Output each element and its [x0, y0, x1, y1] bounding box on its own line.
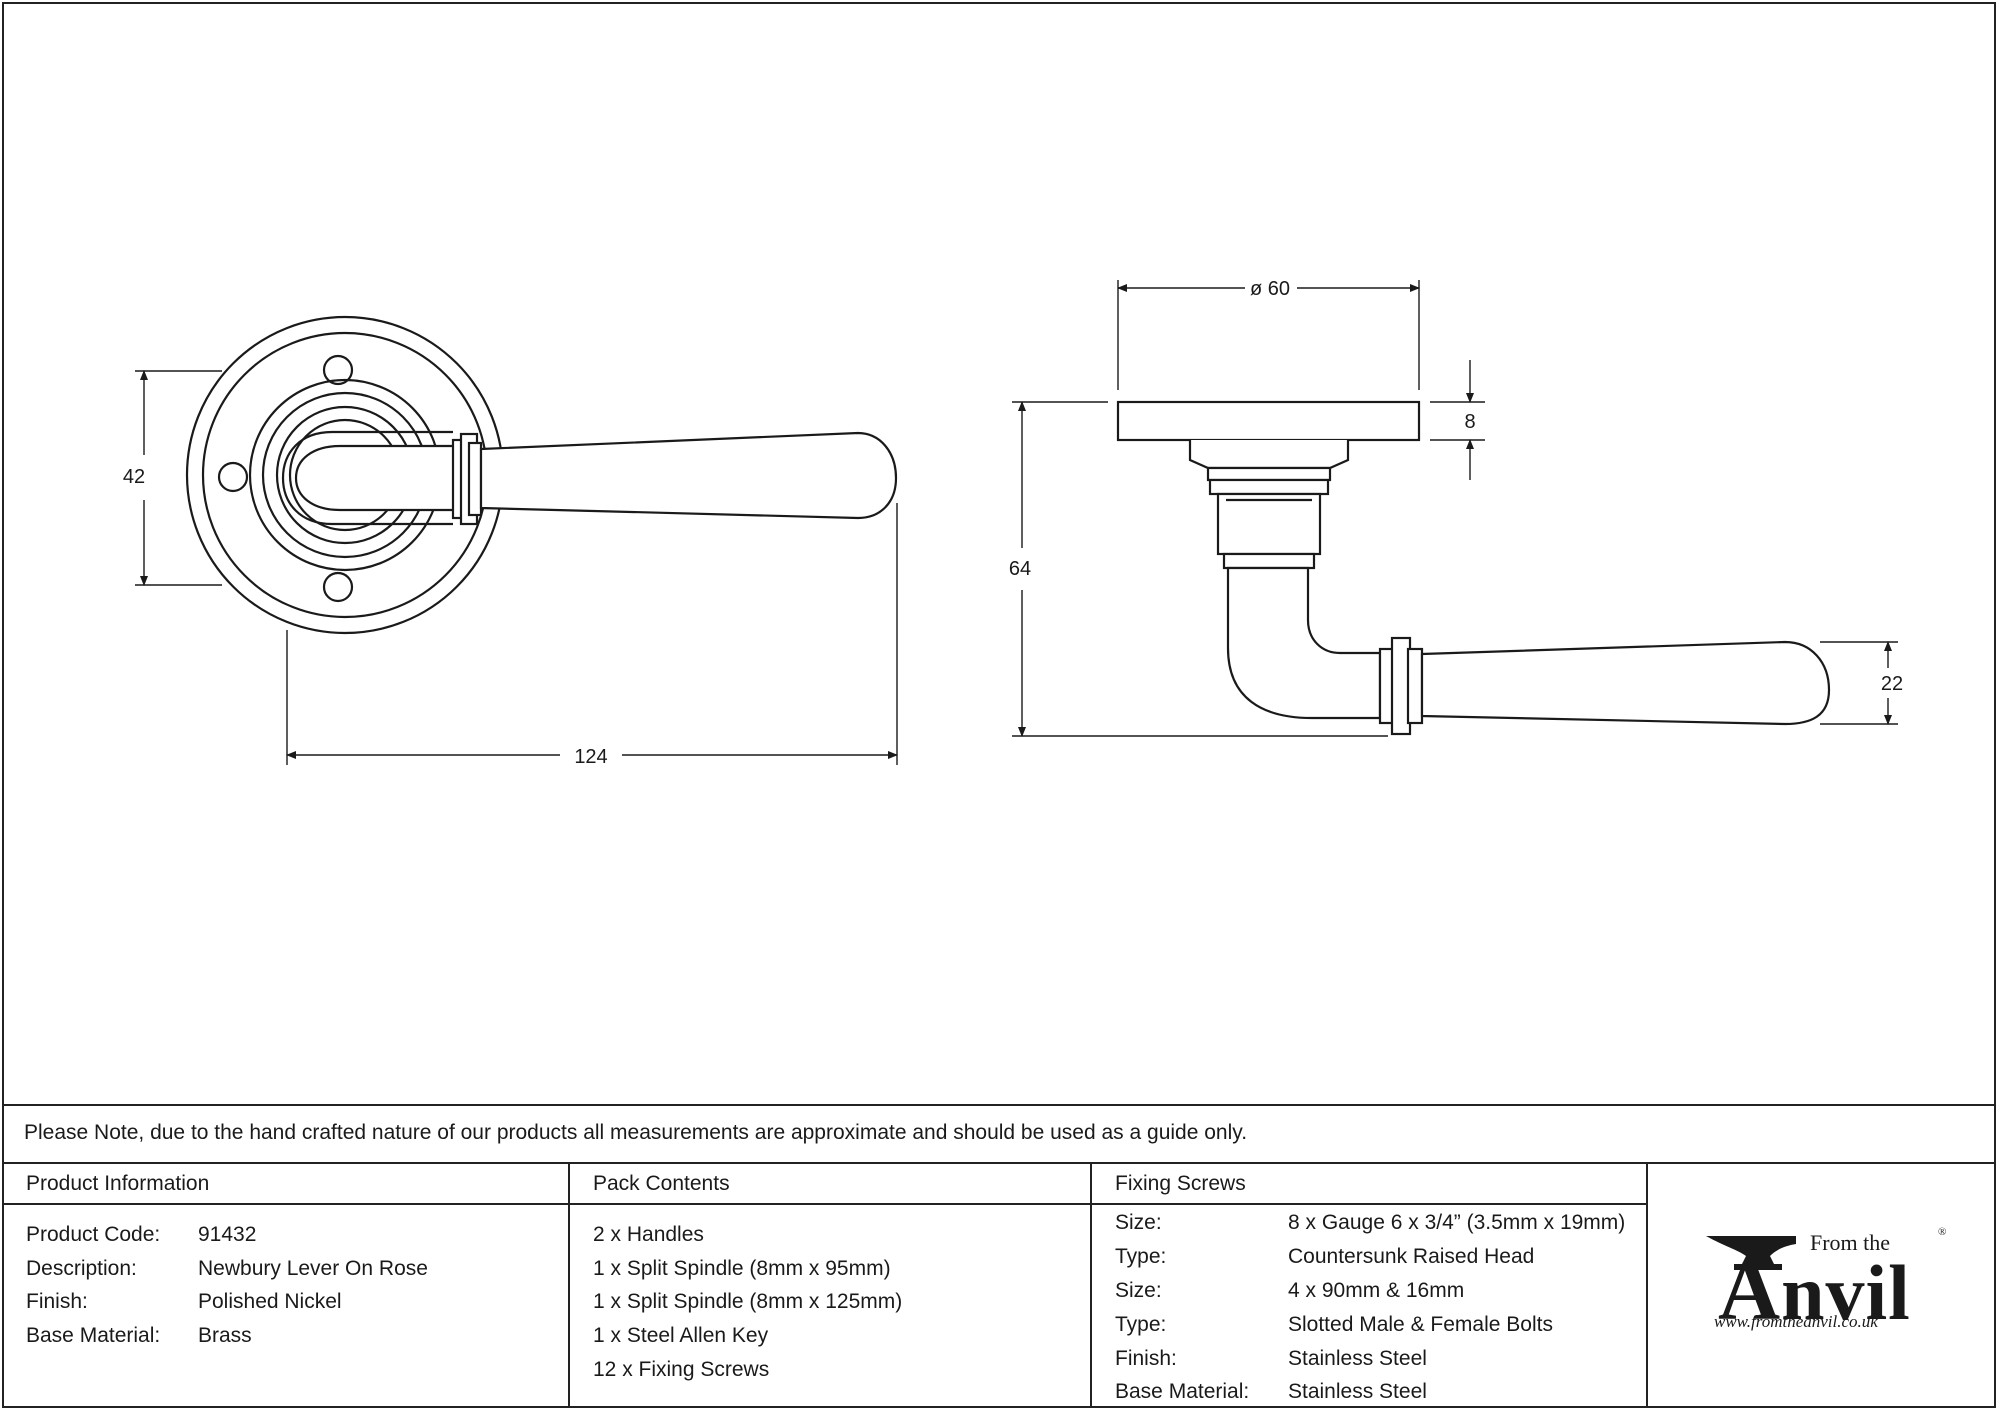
side-view-dimensions: [1012, 280, 1898, 737]
description-label: Description:: [26, 1257, 137, 1280]
from-the-anvil-logo: From the ® Anvil www.fromtheanvil.co.uk: [1700, 1226, 1970, 1348]
screw-size-value: 8 x Gauge 6 x 3/4” (3.5mm x 19mm): [1288, 1211, 1626, 1234]
logo-brand-text: nvil: [1781, 1249, 1911, 1336]
dim-label-thickness-8: 8: [1464, 411, 1475, 433]
front-view-dimensions: [135, 370, 898, 765]
pack-item: 1 x Split Spindle (8mm x 95mm): [593, 1257, 891, 1280]
side-view: [1116, 400, 1831, 736]
screw-finish-value: Stainless Steel: [1288, 1347, 1427, 1370]
lever-blade: [479, 431, 898, 520]
fixing-screws-header: Fixing Screws: [1115, 1172, 1246, 1195]
screw-base-material-label: Base Material:: [1115, 1380, 1250, 1403]
dim-label-lever-height-22: 22: [1881, 673, 1903, 695]
bolt-size-value: 4 x 90mm & 16mm: [1288, 1279, 1465, 1302]
pack-contents-header: Pack Contents: [593, 1172, 730, 1195]
side-lever-blade: [1420, 640, 1831, 726]
anvil-icon: [1706, 1236, 1796, 1270]
screw-hole-left: [217, 461, 249, 493]
screw-size-label: Size:: [1115, 1211, 1162, 1234]
screw-finish-label: Finish:: [1115, 1347, 1177, 1370]
description-value: Newbury Lever On Rose: [198, 1257, 428, 1280]
pack-item: 12 x Fixing Screws: [593, 1358, 770, 1381]
product-information-header: Product Information: [26, 1172, 210, 1195]
screw-base-material-value: Stainless Steel: [1288, 1380, 1427, 1403]
front-view: [185, 315, 898, 635]
column-divider-1: [568, 1162, 570, 1406]
bolt-size-label: Size:: [1115, 1279, 1162, 1302]
dim-label-diameter-60: ø 60: [1250, 278, 1290, 300]
technical-drawing: 42 124 ø 60 8 64 22: [123, 278, 1903, 768]
lever-bend: [1226, 566, 1382, 720]
logo-registered-mark: ®: [1938, 1226, 1947, 1238]
column-divider-2: [1090, 1162, 1092, 1406]
dim-label-projection-64: 64: [1009, 558, 1031, 580]
neck-ring: [1222, 552, 1316, 570]
neck-upper: [1216, 492, 1322, 556]
pack-item: 1 x Split Spindle (8mm x 125mm): [593, 1290, 903, 1313]
base-material-value: Brass: [198, 1324, 252, 1347]
lever-neck: [294, 444, 453, 512]
logo-url: www.fromtheanvil.co.uk: [1714, 1312, 1878, 1331]
table-note-divider: [2, 1162, 1996, 1164]
pack-item: 2 x Handles: [593, 1223, 704, 1246]
dim-label-height-42: 42: [123, 466, 145, 488]
disclaimer-note: Please Note, due to the hand crafted nat…: [24, 1121, 1248, 1144]
screw-type-label: Type:: [1115, 1245, 1167, 1268]
dim-label-length-124: 124: [574, 746, 607, 768]
table-top-border: [2, 1104, 1996, 1106]
column-divider-3: [1646, 1162, 1648, 1406]
finish-value: Polished Nickel: [198, 1290, 342, 1313]
bolt-type-value: Slotted Male & Female Bolts: [1288, 1313, 1553, 1336]
pack-item: 1 x Steel Allen Key: [593, 1324, 769, 1347]
bolt-type-label: Type:: [1115, 1313, 1167, 1336]
rose-boss-step: [1188, 440, 1350, 470]
rose-plate: [1116, 400, 1421, 442]
screw-hole-bottom: [322, 571, 354, 603]
product-code-label: Product Code:: [26, 1223, 161, 1246]
base-material-label: Base Material:: [26, 1324, 161, 1347]
table-header-divider: [2, 1203, 1646, 1205]
product-code-value: 91432: [198, 1223, 257, 1246]
logo-brand: Anvil: [1718, 1242, 1911, 1338]
finish-label: Finish:: [26, 1290, 88, 1313]
screw-hole-top: [322, 354, 354, 386]
logo-from-the: From the: [1810, 1230, 1891, 1255]
screw-type-value: Countersunk Raised Head: [1288, 1245, 1535, 1268]
